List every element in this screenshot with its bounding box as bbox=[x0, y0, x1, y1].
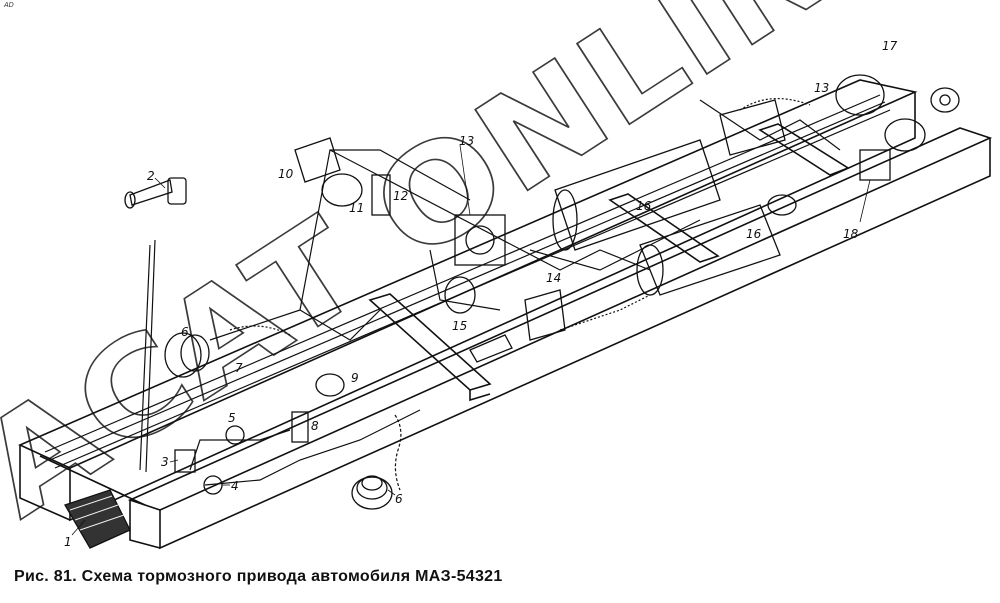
watermark-text: ACAT ONLINE bbox=[0, 0, 944, 548]
small-cylinder bbox=[767, 194, 797, 216]
leader-lines bbox=[71, 144, 871, 536]
callout-5: 5 bbox=[228, 411, 236, 425]
callout-14: 14 bbox=[546, 271, 561, 285]
rear-valve-block bbox=[719, 99, 786, 156]
callout-13a: 13 bbox=[459, 134, 474, 148]
callout-17: 17 bbox=[882, 39, 898, 53]
brake-pedal bbox=[64, 489, 131, 549]
callout-2: 2 bbox=[147, 169, 155, 183]
callout-labels: 1 2 3 4 5 6 6 7 8 9 10 11 12 13 13 14 15… bbox=[64, 39, 898, 549]
callout-18: 18 bbox=[843, 227, 859, 241]
component-9 bbox=[315, 373, 345, 397]
air-receiver-1 bbox=[552, 139, 721, 251]
callout-6b: 6 bbox=[395, 492, 403, 506]
callout-3: 3 bbox=[161, 455, 169, 469]
callout-16a: 16 bbox=[636, 199, 652, 213]
callout-4: 4 bbox=[231, 479, 239, 493]
component-8 bbox=[291, 411, 309, 443]
component-12 bbox=[371, 174, 391, 216]
figure-caption: Рис. 81. Схема тормозного привода автомо… bbox=[14, 568, 503, 585]
callout-11: 11 bbox=[349, 201, 364, 215]
callout-13b: 13 bbox=[814, 81, 829, 95]
callout-16b: 16 bbox=[746, 227, 762, 241]
callout-6a: 6 bbox=[181, 325, 189, 339]
callout-15: 15 bbox=[452, 319, 467, 333]
pneumatic-horn bbox=[124, 177, 187, 209]
brake-components bbox=[64, 74, 960, 549]
rear-brake-chamber bbox=[835, 74, 960, 116]
component-13 bbox=[454, 214, 506, 266]
component-5 bbox=[225, 425, 245, 445]
component-18 bbox=[859, 118, 926, 181]
callout-1: 1 bbox=[64, 535, 72, 549]
watermark: ACAT ONLINE bbox=[0, 0, 944, 548]
component-11 bbox=[321, 173, 363, 207]
air-receiver-2 bbox=[636, 204, 781, 296]
component-14-pipe bbox=[469, 334, 513, 363]
brake-chamber-front bbox=[164, 332, 210, 378]
component-15 bbox=[444, 276, 476, 314]
component-14 bbox=[524, 289, 566, 341]
callout-9: 9 bbox=[351, 371, 359, 385]
chassis-frame bbox=[18, 79, 993, 550]
callout-7: 7 bbox=[235, 361, 243, 375]
callout-12: 12 bbox=[393, 189, 408, 203]
callout-10: 10 bbox=[278, 167, 294, 181]
corner-mark: AD bbox=[4, 2, 14, 9]
component-10 bbox=[294, 137, 341, 183]
brake-lines bbox=[44, 94, 891, 491]
brake-chamber-loose bbox=[351, 475, 393, 510]
callout-8: 8 bbox=[311, 419, 319, 433]
